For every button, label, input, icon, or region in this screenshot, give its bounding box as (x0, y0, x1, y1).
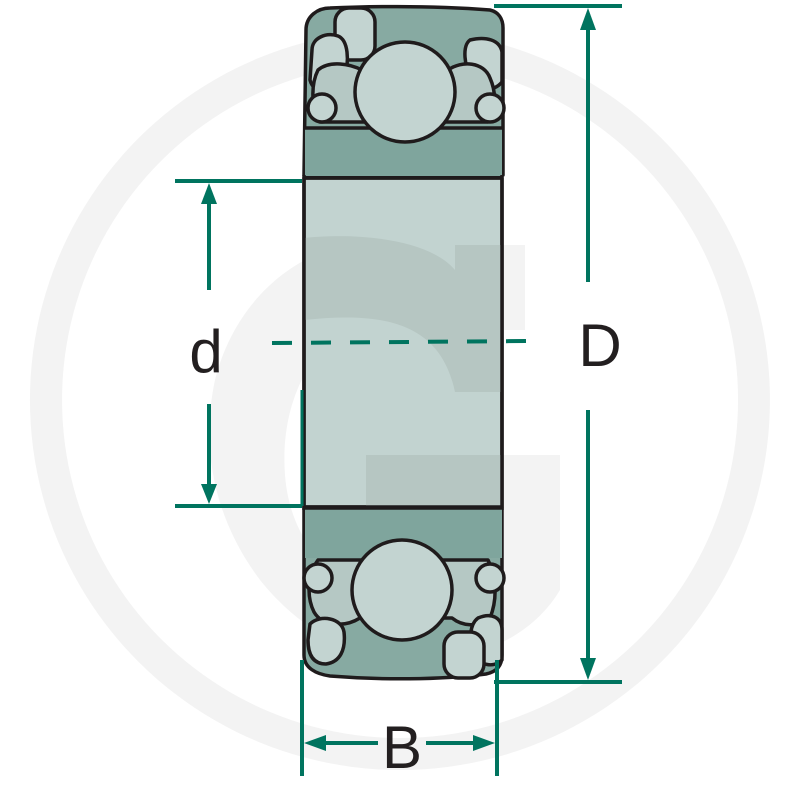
bearing (302, 4, 506, 681)
B-arrowhead-right-icon (473, 735, 495, 751)
dimension-lines (175, 4, 622, 776)
D-arrowhead-down-icon (580, 658, 596, 680)
centerline (271, 339, 533, 345)
inner-diameter-label: d (189, 318, 223, 385)
outer-diameter-label: D (578, 312, 622, 379)
d-arrowhead-down-icon (201, 484, 217, 504)
D-arrowhead-up-icon (580, 8, 596, 30)
ball-top (353, 40, 457, 144)
B-arrowhead-left-icon (304, 735, 326, 751)
d-arrowhead-up-icon (201, 183, 217, 204)
width-label: B (381, 714, 423, 781)
ball-bottom (350, 538, 454, 642)
